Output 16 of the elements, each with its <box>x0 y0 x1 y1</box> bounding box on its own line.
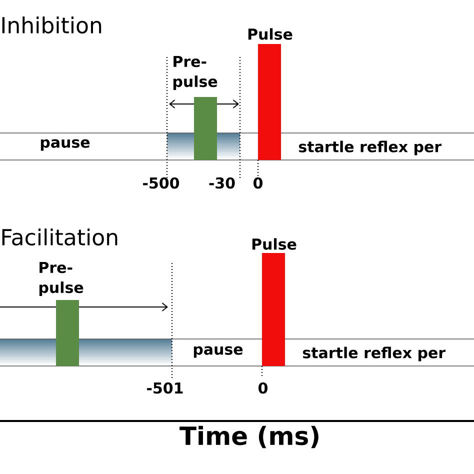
timeline-label: 0 <box>258 382 268 394</box>
timeline-label: -500 <box>143 177 180 189</box>
pulse-label: Pre- pulse <box>39 262 84 296</box>
timeline-label: startle reflex per <box>302 346 446 362</box>
pulse-label: Pulse <box>248 28 292 40</box>
timeline-label: pause <box>40 139 90 151</box>
timeline-label: 0 <box>254 177 262 189</box>
pulse-label: Pulse <box>252 238 296 250</box>
pulse-label: Pre- pulse <box>173 56 218 90</box>
panel-title: Inhibition <box>2 16 102 34</box>
timeline-label: -30 <box>209 177 235 189</box>
axis-title: Time (ms) <box>180 426 318 448</box>
timeline-label: pause <box>194 346 243 358</box>
timeline-label: startle reflex per <box>298 140 442 156</box>
panel-title: Facilitation <box>2 228 118 246</box>
timeline-label: -501 <box>147 382 183 394</box>
